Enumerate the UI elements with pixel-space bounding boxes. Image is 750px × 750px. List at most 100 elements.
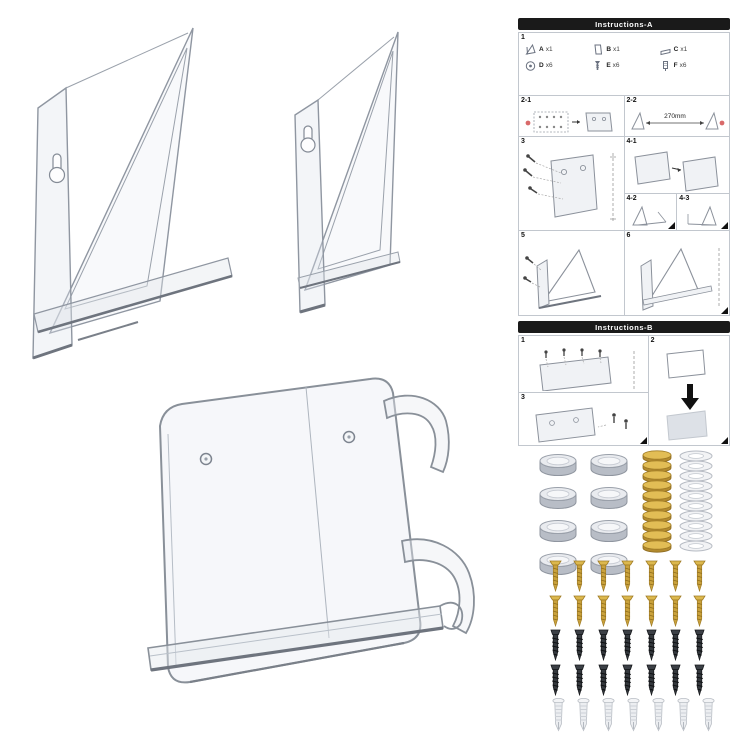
step-panel-4-1: 4-1 — [624, 137, 729, 193]
part-a-bracket-icon — [525, 43, 536, 55]
part-d-disc-icon — [525, 61, 536, 71]
step-panel-b1: 1 — [519, 336, 648, 392]
join-plates-diagram — [633, 151, 719, 192]
step-panel-4-3: 4-3 — [677, 194, 729, 230]
step-panel-5: 5 — [519, 231, 624, 315]
nylon-ring — [678, 470, 714, 483]
nylon-rings-stack — [678, 450, 714, 553]
black-screw — [621, 629, 634, 662]
black-corner-arrow — [721, 307, 728, 314]
silver-magnet-disc — [536, 452, 582, 483]
silver-magnet-disc — [587, 485, 633, 516]
instructions-b-sheet: Instructions-B 1 — [518, 321, 730, 446]
black-screws-rows — [549, 629, 721, 697]
part-qty: x1 — [613, 46, 620, 53]
instructions-a-grid: 1 A x1 B x1 — [518, 32, 730, 316]
step-label: 1 — [521, 337, 525, 344]
top-hook — [382, 394, 450, 474]
part-qty: x1 — [545, 46, 553, 53]
part-letter: C — [673, 46, 679, 53]
part-qty: x6 — [612, 62, 620, 69]
brass-disc — [641, 450, 673, 463]
brass-disc — [641, 470, 673, 483]
brass-disc — [641, 540, 673, 553]
black-screw — [597, 629, 610, 662]
black-screw — [693, 629, 706, 662]
acrylic-bracket-side-small-render — [294, 31, 401, 314]
step-panel-4-2: 4-2 — [624, 194, 677, 230]
gold-screws-rows — [549, 560, 721, 628]
acrylic-bracket-side-large-render — [32, 27, 233, 360]
gold-screw — [669, 560, 682, 593]
step-panel-6: 6 — [624, 231, 729, 315]
brass-disc — [641, 530, 673, 543]
silver-magnet-disc — [587, 518, 633, 549]
part-letter: A — [539, 46, 544, 53]
silver-magnet-disc — [536, 485, 582, 516]
black-corner-arrow — [721, 222, 728, 229]
instructions-a-title-bar: Instructions-A — [518, 18, 730, 30]
step-label: 4-2 — [626, 195, 637, 202]
gold-screw — [693, 560, 706, 593]
part-chip-b: B x1 — [591, 43, 656, 56]
black-corner-arrow — [639, 437, 647, 444]
part-chip-c: C x1 — [659, 43, 724, 56]
black-screw — [669, 629, 682, 662]
step-label: 1 — [521, 34, 525, 41]
wall-anchors-row — [552, 697, 715, 732]
wall-anchor — [652, 697, 665, 732]
keyhole-hole — [300, 137, 316, 153]
gold-screw — [645, 595, 658, 628]
parts-list: A x1 B x1 C x1 — [519, 33, 729, 74]
gold-screw — [549, 560, 562, 593]
nylon-ring — [678, 530, 714, 543]
step-label: 2-1 — [521, 97, 532, 104]
gold-screw — [597, 560, 610, 593]
wall-anchor — [702, 697, 715, 732]
part-letter: D — [539, 62, 544, 69]
step-label: 3 — [521, 394, 525, 401]
nylon-ring — [678, 480, 714, 493]
red-marker-dot — [525, 120, 531, 126]
side-hook — [400, 538, 475, 635]
gold-screw — [645, 560, 658, 593]
instructions-b-title: Instructions-B — [595, 322, 653, 332]
brass-disc — [641, 490, 673, 503]
step-label: 4-1 — [626, 138, 637, 145]
black-screw — [669, 664, 682, 697]
assembled-bracket-mini-diagram — [631, 205, 666, 226]
black-screw — [693, 664, 706, 697]
screw-plate-diagram — [523, 153, 616, 223]
instructions-b-grid: 1 3 — [518, 335, 730, 446]
brass-disc — [641, 520, 673, 533]
step-label: 2 — [650, 337, 655, 344]
finished-easel-diagram — [639, 247, 719, 311]
silver-magnet-disc — [587, 452, 633, 483]
instructions-b-title-bar: Instructions-B — [518, 321, 730, 333]
step-label: 2-2 — [626, 97, 637, 104]
nylon-ring — [678, 540, 714, 553]
nylon-ring — [678, 450, 714, 463]
spacing-dimension-diagram: 270mm — [630, 111, 724, 130]
nylon-ring — [678, 460, 714, 473]
gold-screw — [669, 595, 682, 628]
wall-anchor — [602, 697, 615, 732]
black-screw — [549, 664, 562, 697]
assembled-bracket-mini-diagram — [687, 205, 717, 226]
black-screw — [573, 629, 586, 662]
part-b-plate-icon — [594, 44, 603, 55]
brass-disc — [641, 460, 673, 473]
wall-anchor — [552, 697, 565, 732]
dimension-label: 270mm — [664, 113, 686, 120]
gold-screw — [573, 560, 586, 593]
fasten-bracket-diagram — [535, 407, 628, 443]
screw-positions-diagram — [539, 348, 635, 391]
step-label: 5 — [521, 232, 525, 239]
step-panel-2-2: 2-2 270mm — [624, 96, 729, 136]
part-qty: x1 — [680, 46, 688, 53]
instructions-a-sheet: Instructions-A 1 A x1 — [518, 18, 730, 316]
part-chip-d: D x6 — [524, 59, 589, 72]
step-panel-b2: 2 — [648, 336, 729, 445]
step-panel-b3: 3 — [519, 393, 648, 445]
